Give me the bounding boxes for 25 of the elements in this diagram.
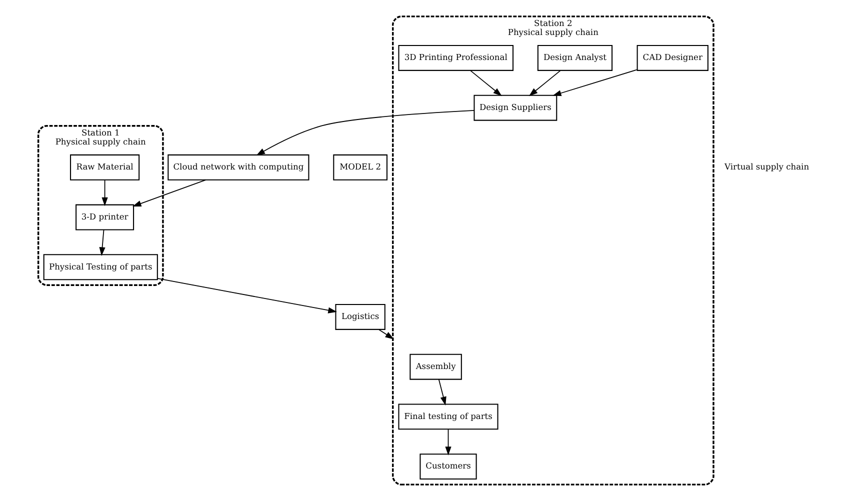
node-box: Logistics xyxy=(334,304,385,330)
arrow xyxy=(528,70,560,96)
node-box: Raw Material xyxy=(70,154,140,180)
node-box: 3D Printing Professional xyxy=(398,45,514,71)
arrow xyxy=(438,379,446,406)
arrow xyxy=(378,329,394,340)
node-box: Design Suppliers xyxy=(473,94,557,121)
arrow xyxy=(101,180,108,206)
arrow xyxy=(132,180,206,207)
arrow xyxy=(552,69,638,96)
arrow xyxy=(98,229,105,256)
node-box: CAD Designer xyxy=(636,45,708,71)
node-box: Assembly xyxy=(409,354,462,380)
node-box: Customers xyxy=(419,454,476,480)
node-box: MODEL 2 xyxy=(332,154,387,180)
node-box: Design Analyst xyxy=(536,45,612,71)
node-box: Physical Testing of parts xyxy=(42,254,158,280)
node-box: 3-D printer xyxy=(75,204,134,230)
arrow xyxy=(156,278,336,314)
node-box: Cloud network with computing xyxy=(167,154,309,180)
arrow xyxy=(256,110,474,156)
arrow xyxy=(444,428,451,456)
label: Virtual supply chain xyxy=(724,162,809,172)
arrow xyxy=(470,70,502,96)
node-box: Final testing of parts xyxy=(398,404,498,430)
